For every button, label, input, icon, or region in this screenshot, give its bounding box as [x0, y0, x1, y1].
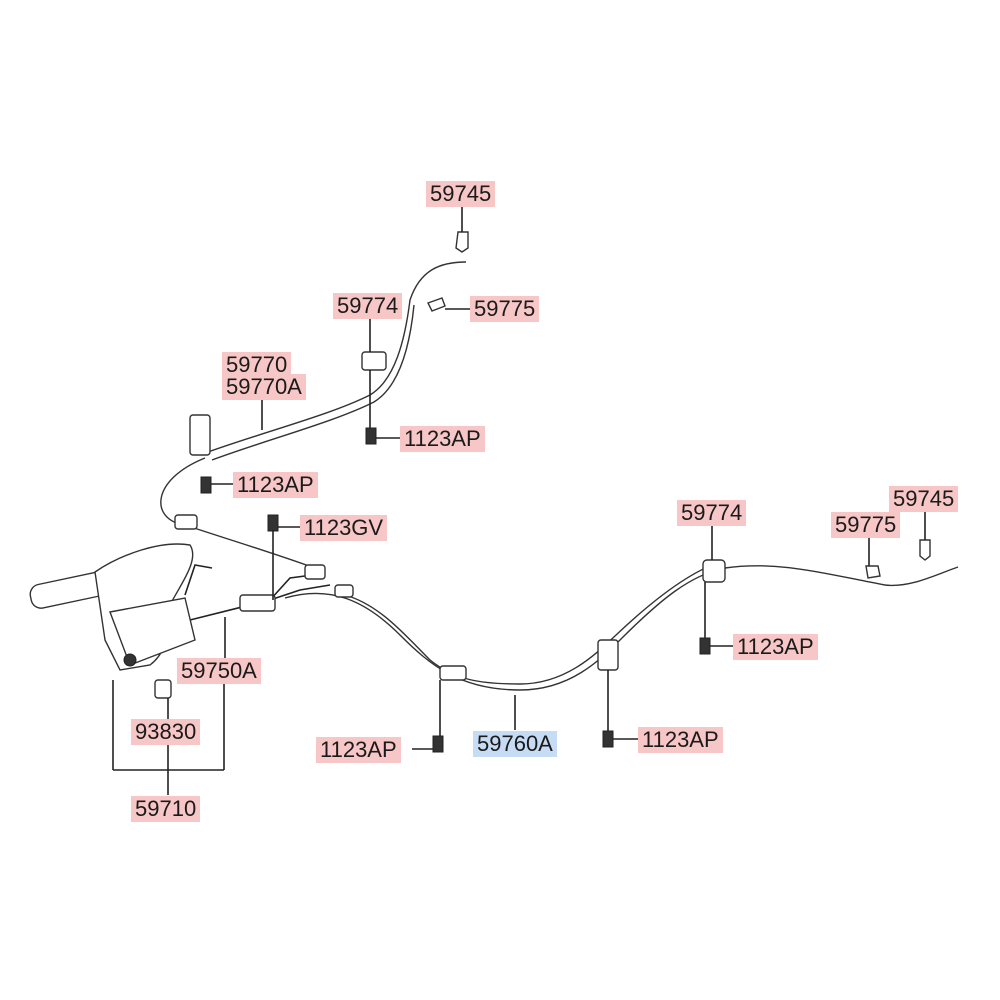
clip-59775-upper [427, 297, 446, 312]
parking-brake-lever [29, 543, 213, 699]
clip-right-middle [597, 639, 619, 671]
callout-59774-right: 59774 [677, 500, 747, 526]
clip-59774-right [702, 559, 726, 583]
callout-59775-right: 59775 [831, 512, 901, 538]
clip-lower-left [174, 514, 198, 530]
callout-1123AP-right: 1123AP [733, 634, 818, 660]
callout-59750A: 59750A [177, 658, 261, 684]
equalizer-bracket [239, 594, 276, 612]
clip-59775-right [865, 565, 881, 579]
callout-1123AP-upper: 1123AP [400, 426, 485, 452]
callout-1123AP-bottom-left: 1123AP [316, 737, 401, 763]
callout-59745-right: 59745 [889, 486, 959, 512]
callout-59770A: 59770A [222, 374, 306, 400]
clip-bottom-middle [439, 665, 467, 681]
callout-1123AP-bottom-right: 1123AP [638, 727, 723, 753]
clip-59745-right [919, 539, 931, 561]
callout-93830: 93830 [131, 719, 201, 745]
cable-59760A [284, 565, 959, 691]
callout-59775-upper: 59775 [470, 296, 540, 322]
clip-59745-upper [455, 231, 469, 253]
bracket-upper-left [189, 414, 211, 456]
callout-59770: 59770 [222, 352, 292, 378]
callout-59760A: 59760A [473, 731, 557, 757]
callout-1123GV: 1123GV [300, 515, 388, 541]
callout-1123AP-left: 1123AP [233, 472, 318, 498]
callout-59745-upper: 59745 [426, 181, 496, 207]
callout-59774-upper: 59774 [333, 293, 403, 319]
callout-59710: 59710 [131, 796, 201, 822]
clip-59774-upper [361, 351, 387, 371]
